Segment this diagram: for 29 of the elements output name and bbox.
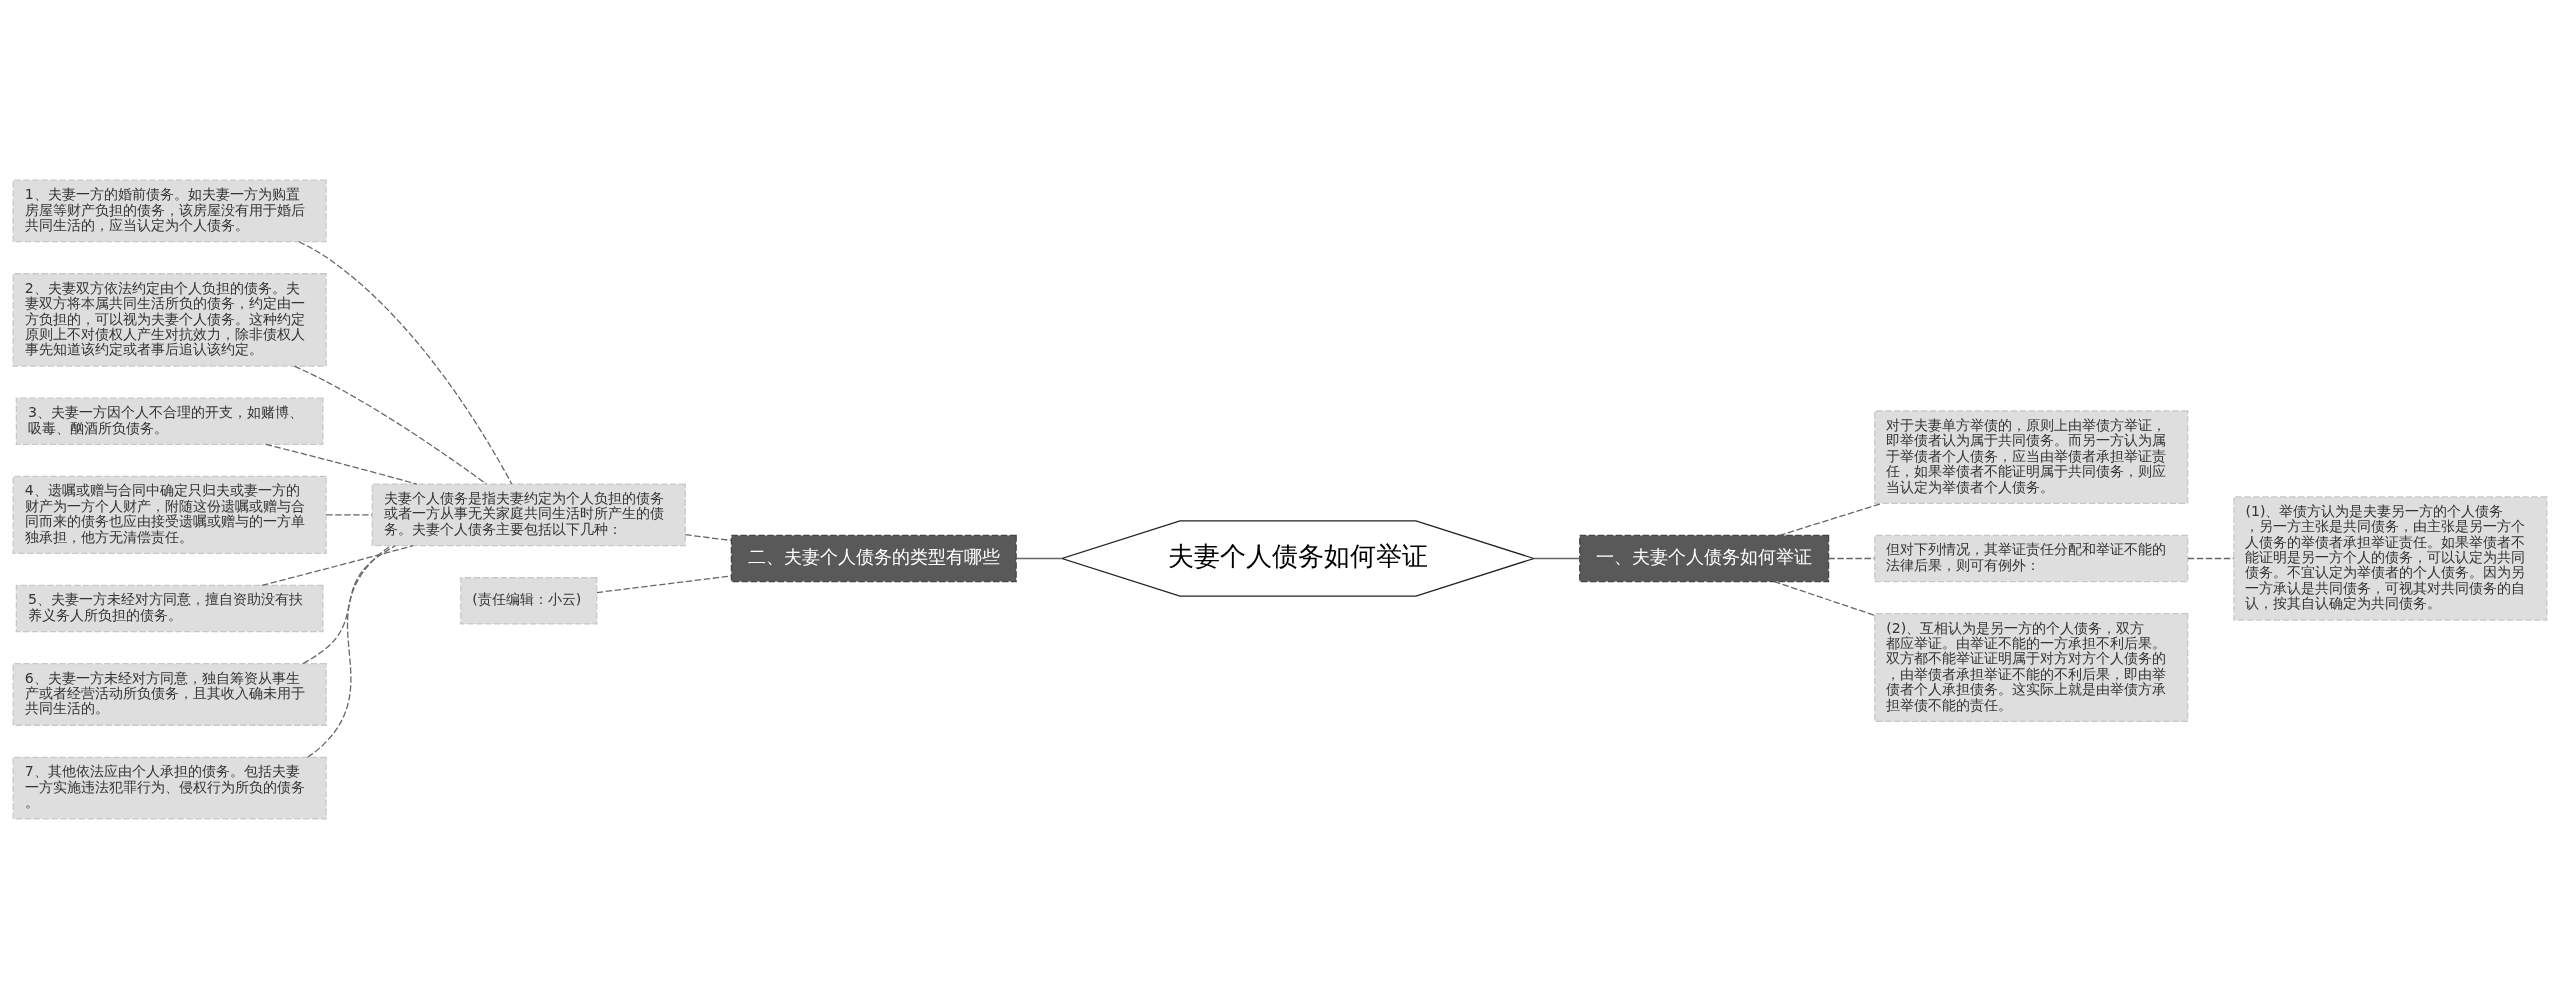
connector — [1827, 557, 1876, 560]
node-box: (2)、互相认为是另一方的个人债务，双方都应举证。由举证不能的一方承担不利后果。双方都不能举证证明属于对方对方个人债务的，由举债者承担举证不能的不利后果，即由举债者个人承担债务。这实际上就是由举债方承担举债不能的责任。 — [1874, 613, 2189, 723]
node-box: 对于夫妻单方举债的，原则上由举债方举证，即举债者认为属于共同债务。而另一方认为属于举债者个人债务，应当由举债者承担举证责任，如果举债者不能证明属于共同债务，则应当认定为举债者个人债务。 — [1874, 410, 2189, 504]
connector — [325, 514, 373, 516]
node-box: 1、夫妻一方的婚前债务。如夫妻一方为购置房屋等财产负担的债务，该房屋没有用于婚后共同生活的，应当认定为个人债务。 — [12, 179, 327, 243]
node-box: 6、夫妻一方未经对方同意，独自筹资从事生产或者经营活动所负债务，且其收入确未用于共同生活的。 — [12, 663, 327, 726]
node-box: 二、夫妻个人债务的类型有哪些 — [730, 534, 1017, 583]
node-box: 夫妻个人债务是指夫妻约定为个人负担的债务或者一方从事无关家庭共同生活时所产生的债务。夫妻个人债务主要包括以下几种： — [371, 483, 686, 547]
connector — [596, 575, 732, 594]
node-box: 5、夫妻一方未经对方同意，擅自资助没有扶养义务人所负担的债务。 — [15, 584, 324, 633]
connector — [307, 545, 392, 758]
node-box: (责任编辑：小云) — [460, 577, 598, 625]
connector — [265, 443, 418, 485]
connector — [298, 241, 513, 485]
connector — [1533, 557, 1581, 560]
node-box: 7、其他依法应由个人承担的债务。包括夫妻一方实施违法犯罪行为、侵权行为所负的债务。 — [12, 756, 327, 820]
connector — [293, 365, 487, 485]
connector — [684, 534, 732, 542]
connector — [2187, 557, 2235, 560]
connector — [261, 545, 414, 586]
node-box: 但对下列情况，其举证责任分配和举证不能的法律后果，则可有例外： — [1874, 534, 2189, 583]
node-box: 2、夫妻双方依法约定由个人负担的债务。夫妻双方将本属共同生活所负的债务，约定由一方负担的，可以视为夫妻个人债务。这种约定原则上不对债权人产生对抗效力，除非债权人事先知道该约定或者事后追认该约定。 — [12, 273, 327, 367]
connector — [302, 545, 396, 665]
node-box: 3、夫妻一方因个人不合理的开支，如赌博、吸毒、酗酒所负债务。 — [15, 397, 324, 445]
node-box: 4、遗嘱或赠与合同中确定只归夫或妻一方的财产为一方个人财产，附随这份遗嘱或赠与合同而来的债务也应由接受遗嘱或赠与的一方单独承担，他方无清偿责任。 — [12, 475, 327, 554]
connector — [1016, 557, 1063, 560]
node-box: (1)、举债方认为是夫妻另一方的个人债务，另一方主张是共同债务，由主张是另一方个人债务的举债者承担举证责任。如果举债者不能证明是另一方个人的债务，可以认定为共同债务。不宜认定为举债者的个人债务。因为另一方承认是共同债务，可视其对共同债务的自认，按其自认确定为共同债务。 — [2233, 496, 2548, 621]
node-box: 一、夫妻个人债务如何举证 — [1579, 534, 1830, 583]
connector — [1778, 502, 1883, 536]
